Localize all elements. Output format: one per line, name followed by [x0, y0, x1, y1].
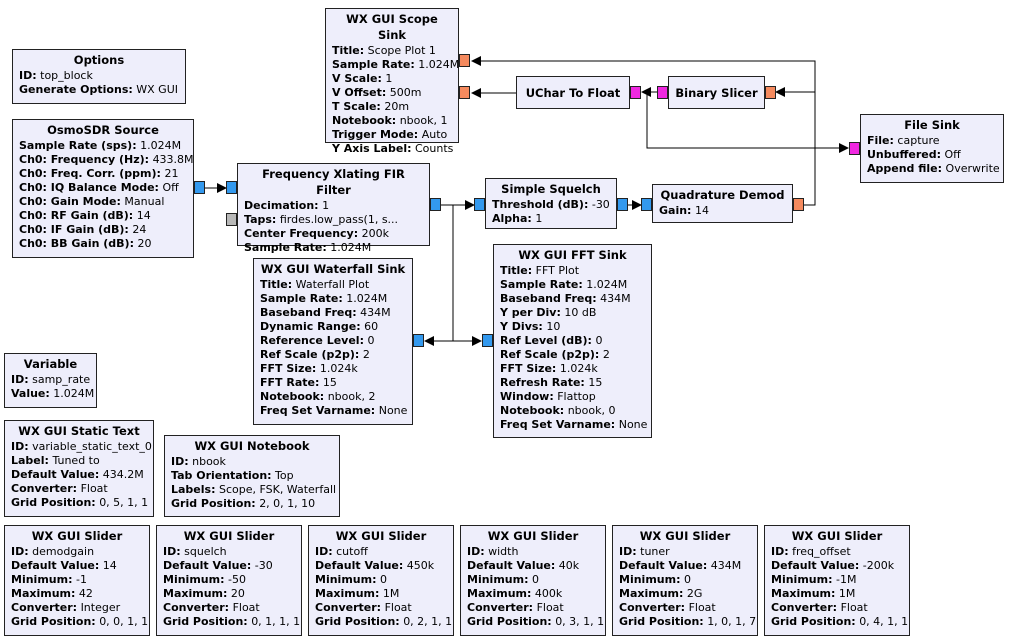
block-options[interactable]: Options ID: top_block Generate Options: … — [12, 49, 186, 104]
block-waterfall-sink[interactable]: WX GUI Waterfall Sink Title: Waterfall P… — [253, 258, 413, 425]
wire-xlating-waterfall — [424, 204, 454, 346]
block-slider-width[interactable]: WX GUI Slider ID: width Default Value: 4… — [460, 525, 606, 636]
block-binary-slicer[interactable]: Binary Slicer — [668, 76, 765, 109]
block-simple-squelch[interactable]: Simple Squelch Threshold (dB): -30 Alpha… — [485, 178, 617, 229]
block-scope-sink[interactable]: WX GUI Scope Sink Title: Scope Plot 1 Sa… — [325, 8, 459, 155]
block-osmosdr-source[interactable]: OsmoSDR Source Sample Rate (sps): 1.024M… — [12, 119, 194, 258]
port-squelch-in[interactable] — [474, 198, 485, 211]
wire-demod-scope — [471, 56, 816, 206]
port-demod-out[interactable] — [793, 198, 804, 211]
port-xlating-msg[interactable] — [226, 213, 237, 226]
port-slicer-out[interactable] — [657, 86, 668, 99]
block-slider-demodgain[interactable]: WX GUI Slider ID: demodgain Default Valu… — [4, 525, 150, 636]
port-xlating-in[interactable] — [226, 181, 237, 194]
block-static-text[interactable]: WX GUI Static Text ID: variable_static_t… — [4, 420, 154, 517]
block-uchar-to-float[interactable]: UChar To Float — [516, 76, 630, 109]
block-quadrature-demod[interactable]: Quadrature Demod Gain: 14 — [652, 184, 793, 223]
port-osmosdr-out[interactable] — [194, 181, 205, 194]
block-variable[interactable]: Variable ID: samp_rate Value: 1.024M — [4, 353, 97, 408]
block-file-sink[interactable]: File Sink File: capture Unbuffered: Off … — [860, 114, 1004, 183]
block-notebook[interactable]: WX GUI Notebook ID: nbook Tab Orientatio… — [164, 435, 340, 517]
wire-slicer-filesink — [646, 92, 849, 153]
block-fft-sink[interactable]: WX GUI FFT Sink Title: FFT Plot Sample R… — [493, 244, 652, 438]
block-slider-tuner[interactable]: WX GUI Slider ID: tuner Default Value: 4… — [612, 525, 758, 636]
port-waterfall-in[interactable] — [413, 334, 424, 347]
port-slicer-in[interactable] — [765, 86, 776, 99]
port-fft-in[interactable] — [482, 334, 493, 347]
block-slider-squelch[interactable]: WX GUI Slider ID: squelch Default Value:… — [156, 525, 302, 636]
port-uchar-in[interactable] — [630, 86, 641, 99]
port-demod-in[interactable] — [641, 198, 652, 211]
port-filesink-in[interactable] — [849, 142, 860, 155]
block-freq-xlating-fir[interactable]: Frequency Xlating FIR Filter Decimation:… — [237, 163, 430, 254]
port-squelch-out[interactable] — [617, 198, 628, 211]
block-slider-freq-offset[interactable]: WX GUI Slider ID: freq_offset Default Va… — [764, 525, 910, 636]
block-slider-cutoff[interactable]: WX GUI Slider ID: cutoff Default Value: … — [308, 525, 454, 636]
port-scope-in0[interactable] — [459, 54, 470, 67]
port-xlating-out[interactable] — [430, 198, 441, 211]
port-scope-in1[interactable] — [459, 86, 470, 99]
